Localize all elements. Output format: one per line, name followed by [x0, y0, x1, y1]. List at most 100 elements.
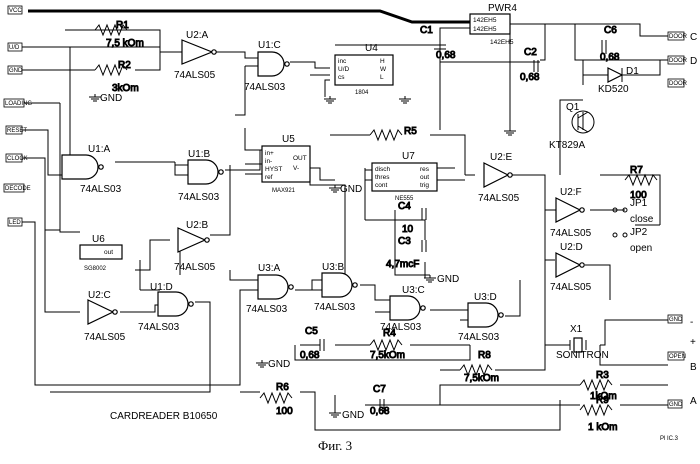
- svg-text:LOADING: LOADING: [5, 101, 32, 107]
- ground-3: [399, 96, 411, 103]
- svg-text:W: W: [380, 66, 387, 73]
- svg-text:R1: R1: [116, 20, 129, 31]
- svg-text:inc: inc: [338, 58, 347, 65]
- svg-text:U7: U7: [402, 151, 415, 162]
- ic-u7: U7 disch thres cont res out trig NE555: [372, 151, 437, 202]
- svg-text:74ALS05: 74ALS05: [478, 193, 520, 204]
- svg-text:DOOR: DOOR: [669, 81, 688, 87]
- svg-text:SG8002: SG8002: [84, 266, 107, 272]
- svg-text:DOOR: DOOR: [669, 34, 688, 40]
- svg-text:DECODE: DECODE: [5, 186, 31, 192]
- ext-d: D: [690, 56, 697, 67]
- svg-text:JP2: JP2: [630, 227, 648, 238]
- svg-text:0,68: 0,68: [520, 72, 540, 83]
- svg-text:100: 100: [276, 406, 293, 417]
- svg-text:74ALS03: 74ALS03: [178, 192, 220, 203]
- svg-text:74ALS03: 74ALS03: [244, 82, 286, 93]
- port-gnd: GND: [8, 66, 23, 74]
- gate-u1b: U1:B74ALS03: [178, 149, 223, 203]
- svg-text:U3:C: U3:C: [402, 285, 425, 296]
- diode-d1: D1 KD520: [598, 66, 639, 95]
- svg-text:C1: C1: [420, 25, 433, 36]
- ground-7: GND: [256, 359, 290, 370]
- corner-label: Pl IC.3: [660, 436, 679, 442]
- ic-u4: U4 inc U/D cs H W L 1804: [335, 43, 393, 96]
- svg-text:U3:B: U3:B: [322, 262, 345, 273]
- port-door3: DOOR: [668, 79, 688, 87]
- capacitor-c4: C410: [398, 201, 426, 235]
- svg-text:VCC: VCC: [9, 8, 22, 14]
- svg-text:KD520: KD520: [598, 84, 629, 95]
- svg-text:R3: R3: [596, 370, 609, 381]
- svg-text:0,68: 0,68: [300, 350, 320, 361]
- svg-text:U2:A: U2:A: [186, 30, 209, 41]
- svg-text:74ALS03: 74ALS03: [314, 302, 356, 313]
- svg-text:74ALS05: 74ALS05: [550, 282, 592, 293]
- svg-text:142EH5: 142EH5: [473, 26, 497, 33]
- svg-text:PWR4: PWR4: [488, 3, 517, 14]
- capacitor-c2: C20,68: [520, 47, 540, 83]
- ground-6: GND: [424, 274, 459, 285]
- svg-text:7,5kOm: 7,5kOm: [464, 373, 499, 384]
- svg-text:D1: D1: [626, 66, 639, 77]
- svg-text:74ALS05: 74ALS05: [550, 228, 592, 239]
- svg-text:U2:D: U2:D: [560, 242, 583, 253]
- svg-text:MAX921: MAX921: [272, 188, 296, 194]
- port-reset: RESET: [6, 126, 27, 134]
- svg-text:0,68: 0,68: [436, 50, 456, 61]
- resistor-r8: R87,5kOm: [460, 350, 499, 384]
- ground-5: GND: [329, 184, 362, 195]
- gates: U2:A 74ALS05 U2:B74ALS05 U2:C74ALS05 U2:E…: [62, 30, 592, 343]
- svg-text:0,68: 0,68: [370, 406, 390, 417]
- ic-u6: U6 out SG8002: [80, 234, 122, 272]
- capacitor-c5: C50,68: [300, 326, 324, 361]
- gate-u2e: U2:E74ALS05: [478, 152, 520, 204]
- port-vcc: VCC: [8, 6, 22, 14]
- svg-text:74ALS05: 74ALS05: [174, 70, 216, 81]
- gate-u1a: U1:A 74ALS03: [62, 144, 122, 195]
- svg-text:ref: ref: [265, 174, 273, 181]
- svg-text:C4: C4: [398, 201, 411, 212]
- svg-text:U1:A: U1:A: [88, 144, 111, 155]
- gate-u2b: U2:B74ALS05: [174, 220, 216, 273]
- port-led: LED: [8, 218, 22, 226]
- svg-text:R7: R7: [630, 165, 643, 176]
- svg-text:1804: 1804: [355, 90, 369, 96]
- svg-text:R4: R4: [383, 328, 396, 339]
- svg-text:74ALS03: 74ALS03: [80, 184, 122, 195]
- ext-a: A: [690, 396, 697, 407]
- gate-u3b: U3:B 74ALS03: [314, 262, 357, 313]
- svg-text:GND: GND: [342, 410, 364, 421]
- svg-text:disch: disch: [375, 166, 391, 173]
- ext-b: B: [690, 362, 697, 373]
- svg-text:1 kOm: 1 kOm: [588, 422, 617, 433]
- svg-text:C7: C7: [373, 384, 386, 395]
- svg-text:GND: GND: [669, 317, 683, 323]
- svg-text:in-: in-: [265, 158, 272, 165]
- port-gnd2: GND: [668, 315, 683, 323]
- svg-text:DOOR: DOOR: [669, 58, 688, 64]
- gate-u2c: U2:C74ALS05: [84, 290, 126, 343]
- gate-u3d: U3:D74ALS03: [458, 292, 503, 343]
- svg-text:R2: R2: [118, 60, 131, 71]
- svg-text:OPEN: OPEN: [669, 354, 686, 360]
- svg-text:U3:A: U3:A: [258, 263, 281, 274]
- capacitor-c1: C1 0,68: [420, 25, 456, 61]
- resistor-r2: R23kOm: [95, 60, 139, 94]
- ics: U4 inc U/D cs H W L 1804 U5 in+ in- HYST…: [80, 3, 517, 272]
- svg-text:L: L: [380, 74, 384, 81]
- port-clock: CLOCK: [6, 154, 28, 162]
- svg-text:H: H: [380, 58, 385, 65]
- svg-text:R5: R5: [404, 126, 417, 137]
- svg-text:out: out: [104, 249, 113, 256]
- svg-text:GND: GND: [268, 359, 290, 370]
- resistor-r7: R7100: [625, 165, 657, 201]
- svg-text:142EH5: 142EH5: [473, 17, 497, 24]
- svg-text:74ALS05: 74ALS05: [174, 262, 216, 273]
- grounds: GND GND GND GND GND: [89, 93, 516, 421]
- port-door1: DOOR: [668, 32, 688, 40]
- svg-text:cs: cs: [338, 74, 345, 81]
- svg-text:cont: cont: [375, 182, 387, 189]
- ground-1: GND: [89, 93, 122, 104]
